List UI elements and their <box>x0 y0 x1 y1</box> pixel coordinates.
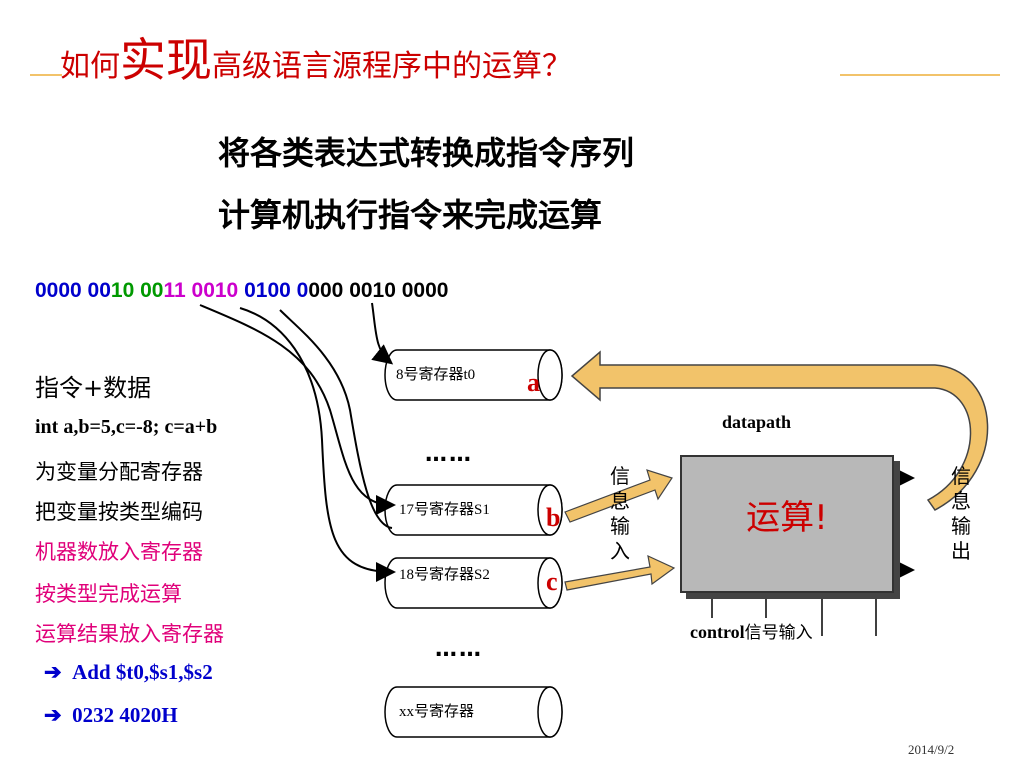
slide-date: 2014/9/2 <box>908 742 955 757</box>
step-1: 为变量分配寄存器 <box>35 460 203 484</box>
var-a: a <box>527 368 540 397</box>
info-output-label: 信 息 输 出 <box>951 464 971 563</box>
subtitle-line-2: 计算机执行指令来完成运算 <box>218 196 603 234</box>
bits-seg-1: 0000 00 <box>35 279 111 302</box>
input-arrow-bottom <box>564 554 676 591</box>
instr-line-1: ➔ Add $t0,$s1,$s2 <box>44 660 213 685</box>
page-title: 如何实现高级语言源程序中的运算？ <box>60 24 572 90</box>
bits-seg-2: 10 00 <box>110 279 164 302</box>
title-rule-left <box>30 74 62 76</box>
control-label-b: 信号输入 <box>744 623 813 643</box>
alu-box <box>680 455 894 593</box>
result-feedback-arrow <box>570 350 989 511</box>
connector-rs-to-s1 <box>199 304 396 515</box>
ellipsis-1: …… <box>425 442 473 467</box>
register-cylinder-t0 <box>384 349 563 401</box>
step-3: 机器数放入寄存器 <box>35 540 203 564</box>
connector-to-t0 <box>371 302 394 365</box>
bits-seg-3: 11 <box>163 279 186 302</box>
var-c: c <box>546 567 558 596</box>
title-emphasis: 实现 <box>120 33 212 87</box>
register-cylinder-s2 <box>384 557 563 609</box>
instruction-asm: Add $t0,$s1,$s2 <box>72 660 213 684</box>
register-cylinder-s1 <box>384 484 563 536</box>
right-arrow-icon: ➔ <box>44 660 73 684</box>
step-5: 运算结果放入寄存器 <box>35 622 224 646</box>
machine-code-bits: 0000 0010 0011 0010 0100 0000 0010 0000 <box>35 279 448 303</box>
register-t0-label: 8号寄存器t0 <box>396 367 476 383</box>
bits-seg-4: 0010 <box>185 279 239 302</box>
title-rule-right <box>840 74 1000 76</box>
input-arrow-top <box>564 469 673 523</box>
alu-label: 运算! <box>746 498 828 538</box>
subtitle-line-1: 将各类表达式转换成指令序列 <box>218 134 635 172</box>
connector-rt-to-s2 <box>239 307 396 582</box>
bits-seg-5: 0100 0 <box>238 279 309 302</box>
code-line: int a,b=5,c=-8; c=a+b <box>35 416 218 438</box>
instruction-hex: 0232 4020H <box>72 703 178 727</box>
left-heading: 指令+数据 <box>35 374 152 402</box>
instr-line-2: ➔ 0232 4020H <box>44 703 178 728</box>
right-arrow-icon: ➔ <box>44 703 73 727</box>
control-input-label: control信号输入 <box>690 618 813 643</box>
step-4: 按类型完成运算 <box>35 582 182 606</box>
bits-seg-6: 000 0010 0000 <box>308 279 449 302</box>
register-xx-label: xx号寄存器 <box>399 704 475 720</box>
ellipsis-2: …… <box>435 637 483 662</box>
var-b: b <box>546 503 561 532</box>
register-cylinder-xx <box>384 686 563 738</box>
info-input-label: 信 息 输 入 <box>610 464 630 563</box>
connector-rd-to-t0 <box>279 309 393 529</box>
title-post: 高级语言源程序中的运算？ <box>212 49 572 84</box>
register-s2-label: 18号寄存器S2 <box>399 567 490 583</box>
register-s1-label: 17号寄存器S1 <box>399 502 490 518</box>
control-label-a: control <box>690 622 745 642</box>
step-2: 把变量按类型编码 <box>35 500 203 524</box>
title-pre: 如何 <box>60 49 120 84</box>
datapath-label: datapath <box>722 412 792 432</box>
